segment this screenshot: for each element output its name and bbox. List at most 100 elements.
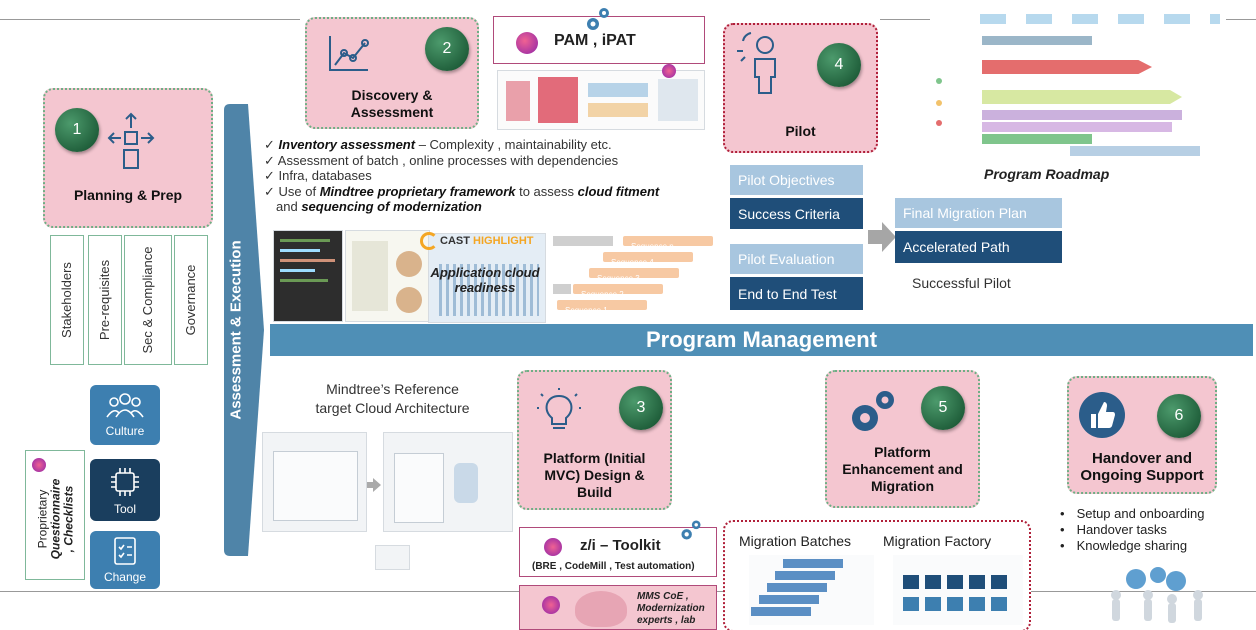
roadmap-caption: Program Roadmap xyxy=(984,166,1110,182)
logo-icon xyxy=(544,538,562,556)
report-thumbnail xyxy=(345,230,430,322)
list-item: Handover tasks xyxy=(1060,522,1205,538)
cast-brand: CAST HIGHLIGHT xyxy=(440,235,534,247)
vertical-label-prerequisites: Pre-requisites xyxy=(88,235,122,365)
bullet-sequencing: and sequencing of modernization xyxy=(276,199,482,214)
arch-detail-thumbnail xyxy=(375,545,410,570)
sequence-bar: Sequence 4 xyxy=(603,252,693,267)
culture-tile: Culture xyxy=(90,385,160,445)
step-number-badge: 2 xyxy=(425,27,469,71)
line-chart-icon xyxy=(329,36,369,71)
proprietary-line3: , Checklists xyxy=(61,485,76,553)
people-icon xyxy=(106,393,144,418)
migration-box: Migration Batches Migration Factory xyxy=(723,520,1031,630)
change-tile: Change xyxy=(90,531,160,589)
gear-icon xyxy=(587,8,609,30)
gears-icon xyxy=(852,391,894,431)
reference-arch-thumbnail-1 xyxy=(262,432,367,532)
pilot-objectives: Pilot Objectives xyxy=(730,165,863,195)
discovery-box: 2 Discovery & Assessment xyxy=(305,17,479,129)
step-number-badge: 5 xyxy=(921,386,965,430)
toolkit-title: z/i – Toolkit xyxy=(580,537,661,554)
logo-icon xyxy=(32,458,46,472)
change-label: Change xyxy=(103,570,147,584)
bullet-batch: ✓ Assessment of batch , online processes… xyxy=(264,152,619,168)
move-arrows-icon xyxy=(107,112,155,169)
program-management-bar: Program Management xyxy=(270,324,1253,356)
end-to-end-test: End to End Test xyxy=(730,277,863,310)
right-arrow-icon xyxy=(367,478,381,492)
bullet-framework: ✓ Use of Mindtree proprietary framework … xyxy=(264,183,660,199)
cast-logo-icon xyxy=(420,232,438,250)
step-number-badge: 1 xyxy=(55,108,99,152)
step-number-badge: 6 xyxy=(1157,394,1201,438)
handover-list: Setup and onboarding Handover tasks Know… xyxy=(1060,506,1205,554)
final-migration-plan: Final Migration Plan xyxy=(895,198,1062,228)
code-screenshot-thumbnail xyxy=(273,230,343,322)
bullet-inventory: ✓ Inventory assessment – Complexity , ma… xyxy=(264,137,612,152)
planning-title: Planning & Prep xyxy=(73,187,183,203)
sequence-bar: Sequence 1 xyxy=(557,300,647,315)
step-number-badge: 3 xyxy=(619,386,663,430)
planning-box: 1 Planning & Prep xyxy=(43,88,213,228)
person-idea-icon xyxy=(737,32,776,94)
assessment-execution-arrow xyxy=(224,104,264,556)
discovery-bullets: ✓ Inventory assessment – Complexity , ma… xyxy=(264,137,724,215)
pam-label: PAM , iPAT xyxy=(554,32,636,49)
sequence-bar: Sequence n xyxy=(623,236,713,251)
batches-thumbnail xyxy=(749,555,874,625)
assessment-execution-label: Assessment & Execution xyxy=(227,240,245,420)
sequence-chart-thumbnail: Sequence n Sequence 4 Sequence 3 Sequenc… xyxy=(553,236,718,321)
pilot-title: Pilot xyxy=(785,123,816,139)
lightbulb-icon xyxy=(537,388,581,429)
culture-label: Culture xyxy=(105,424,145,438)
toolkit-subtitle: (BRE , CodeMill , Test automation) xyxy=(532,561,695,572)
tool-label: Tool xyxy=(113,502,136,516)
chip-icon xyxy=(111,468,139,496)
gear-icon xyxy=(681,520,701,540)
logo-icon xyxy=(542,596,560,614)
checklist-icon xyxy=(114,537,136,565)
teamwork-gears-icon xyxy=(1111,567,1203,623)
factory-thumbnail xyxy=(893,555,1023,625)
logo-icon xyxy=(662,64,676,78)
list-item: Setup and onboarding xyxy=(1060,506,1205,522)
pilot-evaluation: Pilot Evaluation xyxy=(730,244,863,274)
accelerated-path: Accelerated Path xyxy=(895,231,1062,263)
list-item: Knowledge sharing xyxy=(1060,538,1205,554)
brain-icon xyxy=(575,591,627,627)
right-arrow-icon xyxy=(868,222,896,252)
roadmap-thumbnail xyxy=(930,12,1226,160)
tool-tile: Tool xyxy=(90,459,160,521)
reference-arch-thumbnail-2 xyxy=(383,432,513,532)
thumbs-up-icon xyxy=(1079,392,1125,438)
migration-batches-title: Migration Batches xyxy=(739,533,852,549)
step-number-badge: 4 xyxy=(817,43,861,87)
pam-diagram-thumbnail xyxy=(497,70,705,130)
vertical-label-sec-compliance: Sec & Compliance xyxy=(124,235,172,365)
top-rule xyxy=(0,19,300,20)
success-criteria: Success Criteria xyxy=(730,198,863,229)
vertical-label-stakeholders: Stakeholders xyxy=(50,235,84,365)
sequence-bar: Sequence 3 xyxy=(589,268,679,283)
discovery-title: Discovery & Assessment xyxy=(350,87,434,120)
vertical-label-governance: Governance xyxy=(174,235,208,365)
successful-pilot: Successful Pilot xyxy=(912,275,1011,291)
logo-icon xyxy=(516,32,538,54)
pilot-box: 4 Pilot xyxy=(723,23,878,153)
bullet-infra: ✓ Infra, databases xyxy=(264,168,372,183)
cast-thumbnail xyxy=(428,233,546,323)
sequence-bar: Sequence 2 xyxy=(573,284,663,299)
proprietary-note: Proprietary Questionnaire , Checklists xyxy=(25,450,85,580)
migration-factory-title: Migration Factory xyxy=(883,533,992,549)
